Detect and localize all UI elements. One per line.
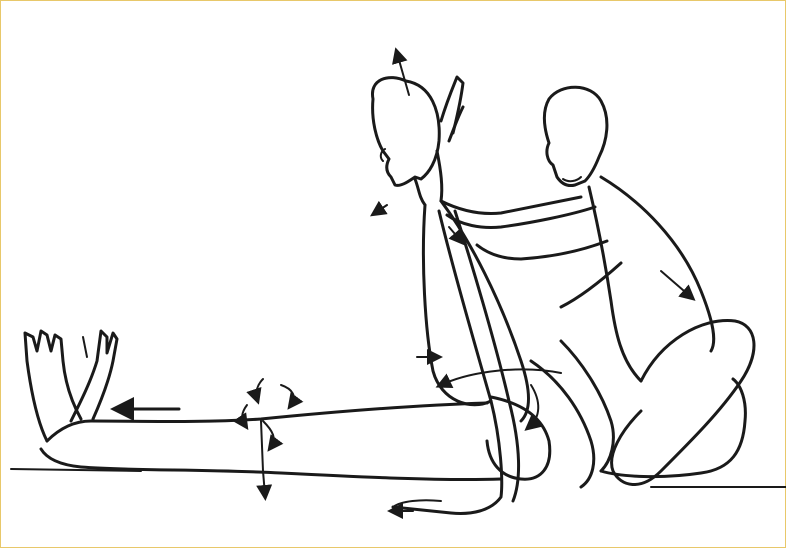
patient-figure (25, 78, 550, 514)
movement-arrows (119, 53, 691, 511)
